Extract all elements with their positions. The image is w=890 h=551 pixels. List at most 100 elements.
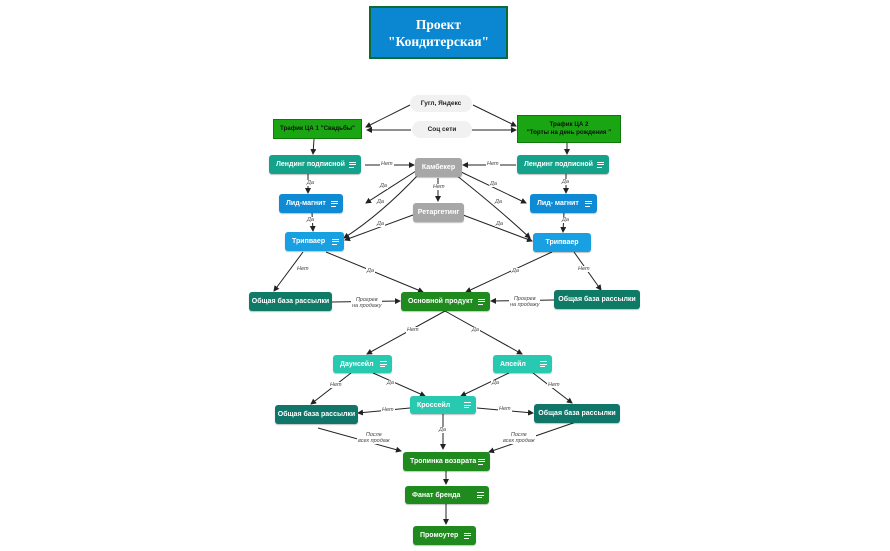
menu-icon[interactable] [332,238,339,245]
edge-label-yes: Да [489,181,498,187]
crosssell[interactable]: Кроссейл [410,396,476,414]
lead-magnet-right[interactable]: Лид- магнит [530,194,597,213]
crosssell-label: Кроссейл [417,401,451,409]
source-social[interactable]: Соц сети [412,121,472,138]
warmup-line1: Прогрев [513,296,536,302]
tripwire-right-label: Трипваер [545,239,579,246]
tripwire-right[interactable]: Трипваер [533,233,591,252]
edge-label-no: Нет [547,382,561,388]
source-google-yandex[interactable]: Гугл, Яндекс [410,95,472,112]
lead-magnet-left-label: Лид-магнит [286,200,326,207]
tripwire-left[interactable]: Трипваер [285,232,344,251]
edge-camebacker-to-lead-right [458,170,527,204]
edge-google-to-traffic-left [365,104,411,128]
edge-google-to-traffic-right [472,104,517,127]
main-product[interactable]: Основной продукт [401,292,490,311]
tripwire-left-label: Трипваер [292,238,326,245]
edge-label-yes: Да [386,380,395,386]
edge-label-yes: Да [376,221,385,227]
edge-label-yes: Да [471,327,480,333]
lead-magnet-right-label: Лид- магнит [537,200,579,207]
edge-retarget-to-trip-right [462,214,533,243]
edge-label-yes: Да [494,199,503,205]
warmup-line2: на продажу [352,303,382,309]
menu-icon[interactable] [349,161,356,168]
landing-right[interactable]: Лендинг подписной [517,155,609,174]
mailing-low-right[interactable]: Общая база рассылки [534,404,620,423]
lead-magnet-left[interactable]: Лид-магнит [279,194,343,213]
menu-icon[interactable] [331,200,338,207]
edge-label-no: Нет [296,266,310,272]
project-title-line1: Проект [415,16,462,32]
warmup-line2: на продажу [510,302,540,308]
edge-label-yes: Да [561,179,570,185]
traffic-right-line1: Трафик ЦА 2 [549,121,589,128]
project-title: Проект "Кондитерская" [369,6,508,59]
retargeting-label: Ретаргетинг [417,209,460,216]
traffic-right[interactable]: Трафик ЦА 2 "Торты на день рождения " [517,115,621,143]
traffic-left[interactable]: Трафик ЦА 1 "Свадьбы" [273,119,362,139]
edge-label-after-right: После всех продаж [502,432,536,444]
edge-label-no: Нет [381,407,395,413]
edge-upsell-to-mailing [532,372,573,404]
promoter-label: Промоутер [420,532,459,539]
menu-icon[interactable] [477,492,484,498]
edge-label-no: Нет [380,161,394,167]
edge-retarget-to-trip-left [344,214,414,242]
downsell[interactable]: Даунсейл [333,355,392,373]
edge-label-warmup-left: Прогрев на продажу [351,297,383,309]
edge-main-to-upsell [444,310,523,355]
promoter[interactable]: Промоутер [413,526,476,545]
mailing-left-label: Общая база рассылки [251,298,330,305]
edge-label-yes: Да [306,217,315,223]
edge-label-yes: Да [376,199,385,205]
menu-icon[interactable] [464,532,471,539]
edge-label-no: Нет [577,266,591,272]
edge-label-yes: Да [495,221,504,227]
menu-icon[interactable] [478,298,485,305]
brand-fan[interactable]: Фанат бренда [405,486,489,504]
menu-icon[interactable] [380,361,387,367]
edge-label-no: Нет [486,161,500,167]
edge-label-yes: Да [379,183,388,189]
edge-label-no: Нет [406,327,420,333]
mailing-left[interactable]: Общая база рассылки [249,292,332,311]
main-product-label: Основной продукт [408,298,473,305]
after-line2: всех продаж [358,438,390,444]
menu-icon[interactable] [585,200,592,207]
edge-label-yes: Да [366,268,375,274]
source-social-label: Соц сети [427,126,457,133]
edge-label-no: Нет [432,184,446,190]
upsell[interactable]: Апсейл [493,355,552,373]
menu-icon[interactable] [464,402,471,408]
after-line1: После [510,432,527,438]
edge-downsell-to-mailing [310,372,352,405]
edge-label-no: Нет [329,382,343,388]
retargeting[interactable]: Ретаргетинг [413,203,464,222]
edge-label-yes: Да [438,427,447,433]
project-title-line2: "Кондитерская" [388,33,489,49]
edge-label-after-left: После всех продаж [357,432,391,444]
camebacker[interactable]: Камбекер [415,158,462,177]
menu-icon[interactable] [540,361,547,367]
edge-upsell-to-cross [460,372,510,397]
menu-icon[interactable] [597,161,604,168]
after-line2: всех продаж [503,438,535,444]
warmup-line1: Прогрев [355,297,378,303]
source-google-yandex-label: Гугл, Яндекс [420,100,462,107]
return-path[interactable]: Тропинка возврата [403,452,490,471]
menu-icon[interactable] [478,458,485,465]
edge-label-yes: Да [491,380,500,386]
mailing-low-left[interactable]: Общая база рассылки [275,405,358,424]
mailing-low-left-label: Общая база рассылки [277,411,356,418]
edge-label-yes: Да [306,180,315,186]
edge-downsell-to-cross [372,372,426,397]
mailing-right-label: Общая база рассылки [558,296,636,303]
landing-left-label: Лендинг подписной [276,161,345,168]
edge-label-warmup-right: Прогрев на продажу [509,296,541,308]
traffic-right-line2: "Торты на день рождения " [526,129,612,136]
mailing-low-right-label: Общая база рассылки [538,410,616,417]
landing-left[interactable]: Лендинг подписной [269,155,361,174]
mailing-right[interactable]: Общая база рассылки [554,290,640,309]
